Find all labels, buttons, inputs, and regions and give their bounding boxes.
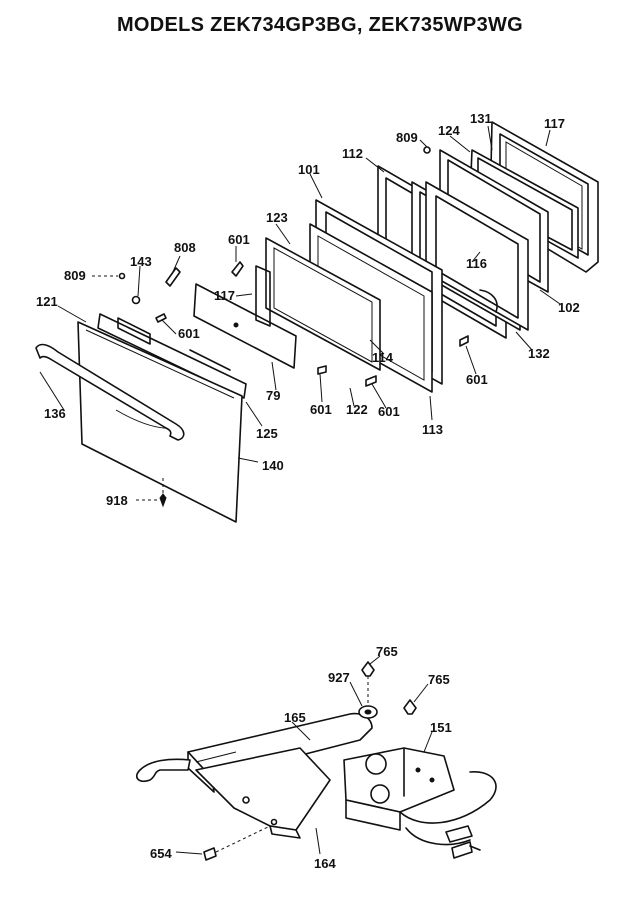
part-79-bracket <box>193 265 297 369</box>
leader-lines-lower <box>175 655 433 855</box>
label-117: 117 <box>544 116 565 131</box>
label-654: 654 <box>150 846 172 861</box>
label-125: 125 <box>256 426 278 441</box>
label-123: 123 <box>266 210 288 225</box>
label-809: 809 <box>396 130 418 145</box>
label-79: 79 <box>266 388 280 403</box>
callout-labels: 809 124 131 117 112 101 123 601 808 143 … <box>36 111 580 871</box>
part-125-channel <box>97 313 247 399</box>
label-122: 122 <box>346 402 368 417</box>
wire-harness <box>399 771 497 859</box>
label-116: 116 <box>466 256 487 271</box>
label-101: 101 <box>298 162 320 177</box>
label-114: 114 <box>372 350 394 365</box>
label-601: 601 <box>378 404 400 419</box>
label-601: 601 <box>178 326 200 341</box>
label-918: 918 <box>106 493 128 508</box>
label-121: 121 <box>36 294 58 309</box>
label-765: 765 <box>376 644 398 659</box>
label-102: 102 <box>558 300 580 315</box>
label-809: 809 <box>64 268 86 283</box>
label-124: 124 <box>438 123 460 138</box>
label-927: 927 <box>328 670 350 685</box>
label-808: 808 <box>174 240 196 255</box>
part-164-lock-lever <box>135 747 331 839</box>
diagram-title: MODELS ZEK734GP3BG, ZEK735WP3WG <box>116 14 524 36</box>
label-165: 165 <box>284 710 306 725</box>
label-151: 151 <box>430 720 452 735</box>
label-140: 140 <box>262 458 284 473</box>
label-113: 113 <box>422 422 443 437</box>
part-151-lock-motor <box>343 747 455 831</box>
label-132: 132 <box>528 346 550 361</box>
label-601: 601 <box>228 232 250 247</box>
label-765: 765 <box>428 672 450 687</box>
label-143: 143 <box>130 254 152 269</box>
label-136: 136 <box>44 406 66 421</box>
label-117: 117 <box>214 288 235 303</box>
label-131: 131 <box>470 111 492 126</box>
leader-lines-upper <box>39 125 561 501</box>
label-601: 601 <box>466 372 488 387</box>
label-601: 601 <box>310 402 332 417</box>
lock-fasteners <box>203 661 417 861</box>
label-112: 112 <box>342 146 363 161</box>
label-164: 164 <box>314 856 336 871</box>
part-123-glass <box>265 237 381 371</box>
part-136-handle <box>35 343 185 441</box>
